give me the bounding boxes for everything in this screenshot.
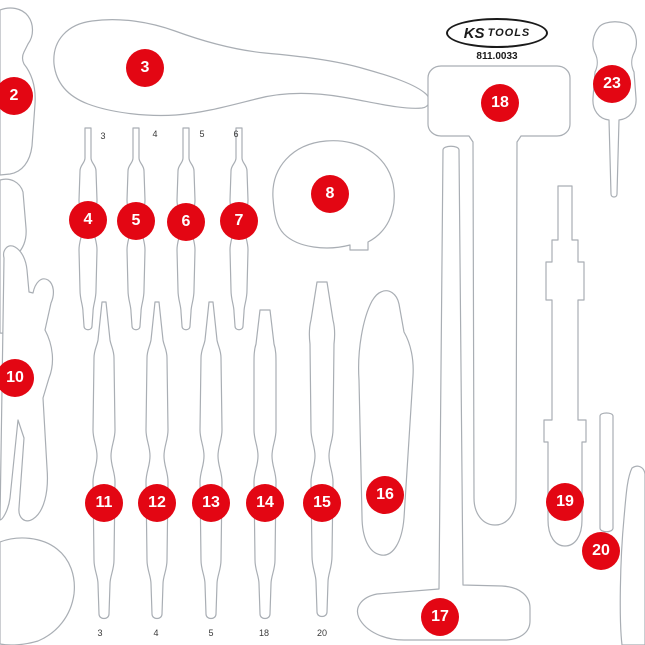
product-code: 811.0033: [476, 51, 518, 62]
logo-ks-text: KS: [463, 24, 485, 42]
mallet-outline: [427, 65, 571, 526]
badge-19: 19: [546, 483, 584, 521]
stepped-driver-outline: [543, 185, 587, 547]
badge-4: 4: [69, 201, 107, 239]
badge-8: 8: [311, 175, 349, 213]
size-label-bottom-3: 5: [208, 628, 214, 638]
size-label-top-1: 3: [100, 131, 106, 141]
size-label-top-4: 6: [233, 129, 239, 139]
body-hammer-outline: [53, 19, 430, 117]
size-label-bottom-2: 4: [153, 628, 159, 638]
badge-7: 7: [220, 202, 258, 240]
badge-11: 11: [85, 484, 123, 522]
right-edge-partial-tool-outline: [619, 465, 645, 645]
utility-knife-outline: [358, 290, 414, 556]
badge-3: 3: [126, 49, 164, 87]
badge-17: 17: [421, 598, 459, 636]
size-label-top-3: 5: [199, 129, 205, 139]
screwdriver-outline: [592, 21, 637, 198]
chisel-14-outline: [253, 309, 277, 620]
size-label-bottom-1: 3: [97, 628, 103, 638]
badge-15: 15: [303, 484, 341, 522]
size-label-top-2: 4: [152, 129, 158, 139]
badge-10: 10: [0, 359, 34, 397]
badge-13: 13: [192, 484, 230, 522]
badge-20: 20: [582, 532, 620, 570]
badge-16: 16: [366, 476, 404, 514]
badge-23: 23: [593, 65, 631, 103]
badge-12: 12: [138, 484, 176, 522]
size-label-bottom-5: 20: [316, 628, 328, 638]
ks-tools-logo-oval: KS TOOLS: [446, 18, 548, 48]
taper-punch-12-outline: [145, 301, 169, 620]
badge-14: 14: [246, 484, 284, 522]
rod-outline: [599, 412, 614, 533]
logo-tools-text: TOOLS: [487, 27, 531, 39]
taper-punch-11-outline: [92, 301, 116, 620]
size-label-bottom-4: 18: [258, 628, 270, 638]
ks-tools-logo: KS TOOLS 811.0033: [446, 18, 548, 62]
chisel-15-outline: [308, 281, 336, 618]
badge-6: 6: [167, 203, 205, 241]
badge-2: 2: [0, 77, 33, 115]
badge-18: 18: [481, 84, 519, 122]
taper-punch-13-outline: [199, 301, 223, 620]
badge-5: 5: [117, 202, 155, 240]
bottom-left-partial-tool-outline: [0, 537, 75, 645]
hammer-outline: [356, 145, 531, 641]
